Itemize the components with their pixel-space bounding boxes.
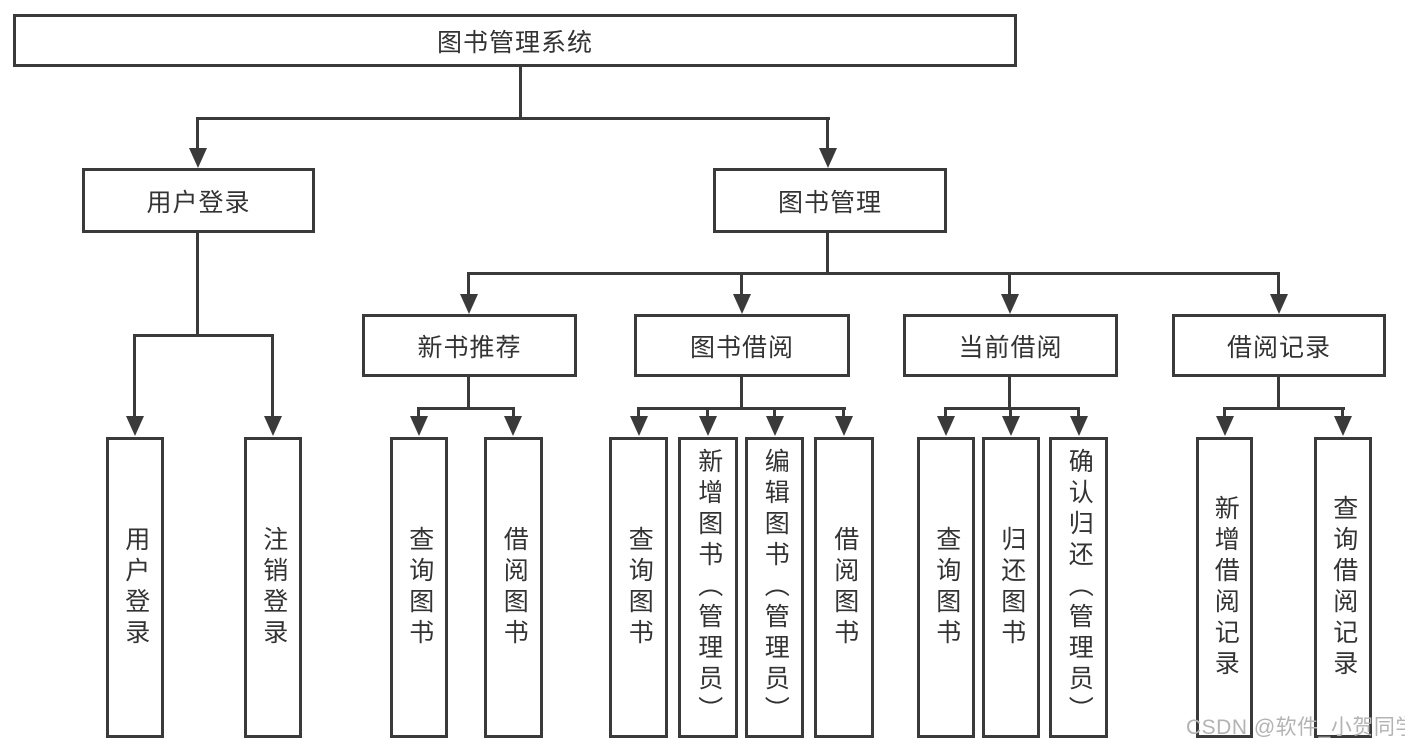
arrow-down-icon <box>819 148 837 168</box>
leaf-query-book-current: 查询图书 <box>917 437 975 738</box>
node-user-login: 用户登录 <box>82 168 315 233</box>
connector-line <box>417 407 420 418</box>
leaf-return-book-label: 归还图书 <box>997 525 1026 650</box>
node-book-borrow-label: 图书借阅 <box>689 333 794 362</box>
connector-line <box>467 377 470 409</box>
arrow-down-icon <box>1070 416 1088 436</box>
leaf-logout: 注销登录 <box>244 437 302 738</box>
leaf-confirm-return-admin-label: 确认归还（管理员） <box>1065 448 1094 727</box>
watermark: CSDN @软件_小贺同学 <box>1186 716 1405 739</box>
leaf-borrow-book-recommend: 借阅图书 <box>484 437 543 738</box>
arrow-down-icon <box>410 416 428 436</box>
leaf-add-book-admin: 新增图书（管理员） <box>678 437 738 738</box>
node-current-borrow: 当前借阅 <box>903 314 1118 377</box>
connector-line <box>637 407 846 410</box>
connector-line <box>944 407 1080 410</box>
connector-line <box>706 407 709 418</box>
leaf-logout-label: 注销登录 <box>259 525 288 650</box>
connector-line <box>842 407 845 418</box>
leaf-borrow-book-label: 借阅图书 <box>830 525 859 650</box>
arrow-down-icon <box>1334 416 1352 436</box>
node-root-label: 图书管理系统 <box>436 28 593 57</box>
leaf-borrow-book: 借阅图书 <box>814 437 874 738</box>
arrow-down-icon <box>264 416 282 436</box>
connector-line <box>512 407 515 418</box>
node-book-borrow: 图书借阅 <box>634 314 850 377</box>
arrow-down-icon <box>937 416 955 436</box>
leaf-edit-book-admin: 编辑图书（管理员） <box>745 437 804 738</box>
leaf-edit-book-admin-label: 编辑图书（管理员） <box>761 448 790 727</box>
connector-line <box>271 334 274 418</box>
arrow-down-icon <box>699 416 717 436</box>
connector-line <box>637 407 640 418</box>
leaf-return-book: 归还图书 <box>982 437 1040 738</box>
leaf-user-login-label: 用户登录 <box>121 525 150 650</box>
connector-line <box>133 334 136 418</box>
connector-line <box>467 272 1280 275</box>
node-book-management-label: 图书管理 <box>777 188 882 217</box>
leaf-query-borrow-record-label: 查询借阅记录 <box>1329 494 1358 681</box>
connector-line <box>1077 407 1080 418</box>
connector-line <box>1277 272 1280 298</box>
arrow-down-icon <box>1270 294 1288 314</box>
arrow-down-icon <box>460 294 478 314</box>
arrow-down-icon <box>504 416 522 436</box>
node-current-borrow-label: 当前借阅 <box>958 333 1063 362</box>
connector-line <box>519 67 522 117</box>
leaf-query-book-recommend-label: 查询图书 <box>405 525 434 650</box>
connector-line <box>417 407 515 410</box>
node-user-login-label: 用户登录 <box>146 188 251 217</box>
leaf-add-borrow-record: 新增借阅记录 <box>1196 437 1253 738</box>
arrow-down-icon <box>1216 416 1234 436</box>
leaf-add-book-admin-label: 新增图书（管理员） <box>694 448 723 727</box>
connector-line <box>133 334 274 337</box>
node-new-book-recommend: 新书推荐 <box>362 314 577 377</box>
arrow-down-icon <box>733 294 751 314</box>
connector-line <box>1223 407 1226 418</box>
connector-line <box>826 233 829 274</box>
connector-line <box>1223 407 1345 410</box>
node-borrow-records-label: 借阅记录 <box>1226 333 1331 362</box>
node-book-management: 图书管理 <box>713 168 947 233</box>
connector-line <box>1008 272 1011 298</box>
leaf-confirm-return-admin: 确认归还（管理员） <box>1049 437 1108 738</box>
arrow-down-icon <box>630 416 648 436</box>
connector-line <box>944 407 947 418</box>
arrow-down-icon <box>189 148 207 168</box>
leaf-user-login: 用户登录 <box>106 437 164 738</box>
leaf-query-book-borrow: 查询图书 <box>609 437 668 738</box>
connector-line <box>740 272 743 298</box>
connector-line <box>1008 377 1011 409</box>
connector-line <box>467 272 470 298</box>
connector-line <box>1277 377 1280 409</box>
connector-line <box>196 233 199 336</box>
arrow-down-icon <box>766 416 784 436</box>
connector-line <box>773 407 776 418</box>
node-borrow-records: 借阅记录 <box>1172 314 1386 377</box>
leaf-query-book-recommend: 查询图书 <box>390 437 448 738</box>
arrow-down-icon <box>126 416 144 436</box>
connector-line <box>196 117 830 120</box>
leaf-query-borrow-record: 查询借阅记录 <box>1314 437 1372 738</box>
connector-line <box>196 117 199 150</box>
arrow-down-icon <box>1001 294 1019 314</box>
connector-line <box>826 117 829 150</box>
leaf-query-book-current-label: 查询图书 <box>932 525 961 650</box>
arrow-down-icon <box>835 416 853 436</box>
node-root: 图书管理系统 <box>13 14 1017 67</box>
leaf-query-book-borrow-label: 查询图书 <box>625 525 654 650</box>
node-new-book-recommend-label: 新书推荐 <box>417 333 522 362</box>
leaf-add-borrow-record-label: 新增借阅记录 <box>1211 494 1240 681</box>
connector-line <box>740 377 743 409</box>
connector-line <box>1341 407 1344 418</box>
arrow-down-icon <box>1002 416 1020 436</box>
connector-line <box>1009 407 1012 418</box>
leaf-borrow-book-recommend-label: 借阅图书 <box>500 525 529 650</box>
